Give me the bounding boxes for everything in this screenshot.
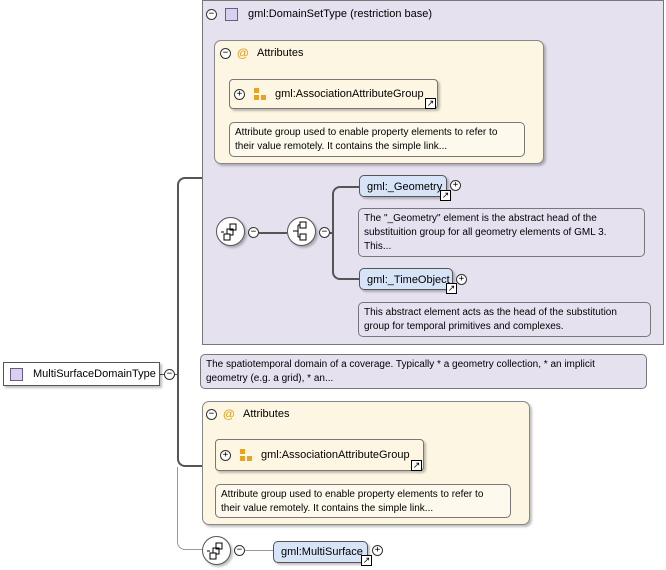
sequence-to-choice-connector (259, 232, 287, 234)
external-link-icon[interactable]: ↗ (361, 555, 372, 566)
attribute-group-note: Attribute group used to enable property … (215, 484, 511, 518)
multisurface-element-label: gml:MultiSurface (281, 546, 363, 558)
attribute-group-icon (240, 449, 252, 461)
sequence-collapse-toggle[interactable]: − (234, 545, 245, 556)
timeobject-element-box[interactable]: gml:_TimeObject ↗ (359, 268, 457, 294)
geometry-element-note: The "_Geometry" element is the abstract … (358, 208, 645, 257)
attributes-collapse-toggle[interactable]: − (206, 409, 217, 420)
root-collapse-toggle[interactable]: − (164, 369, 175, 380)
timeobject-element-note: This abstract element acts as the head o… (358, 302, 651, 337)
base-attributes-collapse-toggle[interactable]: − (220, 48, 231, 59)
multisurface-element-box[interactable]: gml:MultiSurface ↗ (273, 541, 372, 566)
external-link-icon[interactable]: ↗ (411, 460, 422, 471)
base-attributes-label: Attributes (257, 47, 304, 59)
attribute-group-expand-toggle[interactable]: + (234, 89, 245, 100)
choice-collapse-toggle[interactable]: − (319, 227, 330, 238)
attribute-group-icon (254, 88, 266, 100)
external-link-icon[interactable]: ↗ (440, 190, 451, 201)
root-type-box[interactable]: MultiSurfaceDomainType (3, 362, 160, 386)
attribute-at-icon: @ (223, 407, 235, 421)
timeobject-element-label: gml:_TimeObject (367, 274, 450, 286)
base-attribute-group-note: Attribute group used to enable property … (229, 122, 525, 157)
complex-type-icon (10, 368, 23, 381)
choice-compositor-icon[interactable] (287, 217, 316, 246)
branch-connector-bottom (177, 467, 203, 550)
attribute-at-icon: @ (237, 46, 249, 60)
attribute-group-label: gml:AssociationAttributeGroup (261, 449, 410, 461)
attributes-label: Attributes (243, 408, 290, 420)
complex-type-icon (225, 8, 238, 21)
root-type-note: The spatiotemporal domain of a coverage.… (200, 354, 647, 389)
external-link-icon[interactable]: ↗ (446, 283, 457, 294)
choice-branch-connector (332, 186, 360, 280)
root-type-label: MultiSurfaceDomainType (33, 368, 156, 380)
base-type-label: gml:DomainSetType (restriction base) (248, 8, 433, 20)
attribute-group-box[interactable]: + gml:AssociationAttributeGroup ↗ (215, 439, 424, 471)
root-connector (159, 374, 168, 375)
branch-connector-top (177, 177, 203, 467)
geometry-expand-toggle[interactable]: + (450, 180, 461, 191)
multisurface-expand-toggle[interactable]: + (372, 545, 383, 556)
external-link-icon[interactable]: ↗ (425, 98, 436, 109)
sequence-to-element-connector (245, 550, 273, 551)
base-collapse-toggle[interactable]: − (206, 9, 217, 20)
geometry-element-box[interactable]: gml:_Geometry ↗ (359, 175, 451, 201)
sequence-compositor-icon[interactable] (202, 536, 231, 565)
base-attribute-group-box[interactable]: + gml:AssociationAttributeGroup ↗ (229, 79, 438, 109)
base-attribute-group-label: gml:AssociationAttributeGroup (275, 88, 424, 100)
sequence-collapse-toggle[interactable]: − (248, 227, 259, 238)
geometry-element-label: gml:_Geometry (367, 181, 443, 193)
root-branch-connector (175, 374, 178, 375)
timeobject-expand-toggle[interactable]: + (456, 274, 467, 285)
sequence-compositor-icon[interactable] (216, 217, 245, 246)
attribute-group-expand-toggle[interactable]: + (220, 450, 231, 461)
